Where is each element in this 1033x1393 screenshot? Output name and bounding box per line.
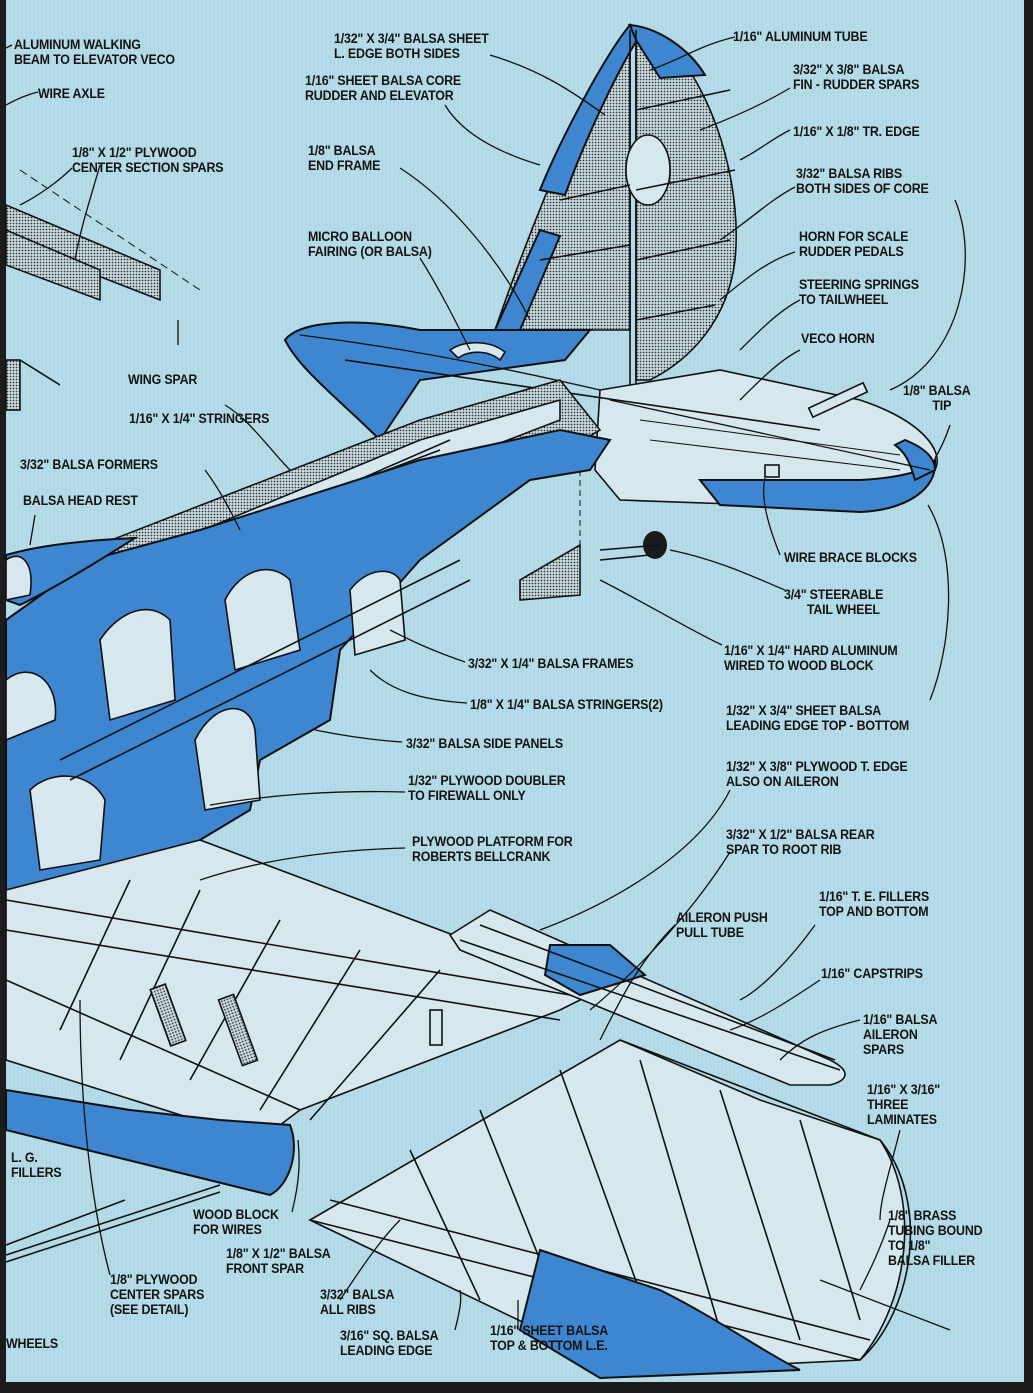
label-aluminum-walking-beam: ALUMINUM WALKING BEAM TO ELEVATOR VECO <box>14 37 175 67</box>
label-balsa-frames: 3/32" X 1/4" BALSA FRAMES <box>468 656 634 671</box>
fuselage-cutout-4 <box>29 775 106 871</box>
fuselage-cutout-6 <box>349 570 406 657</box>
fin-rudder <box>493 22 737 395</box>
label-wire-brace-blocks: WIRE BRACE BLOCKS <box>784 550 917 565</box>
label-center-section-spars: 1/8" X 1/2" PLYWOOD CENTER SECTION SPARS <box>72 145 224 175</box>
label-tr-edge: 1/16" X 1/8" TR. EDGE <box>793 124 920 139</box>
rudder-lightening-hole <box>625 134 671 206</box>
stabilizer-right <box>344 359 938 514</box>
label-balsa-tip: 1/8" BALSA TIP <box>903 383 971 413</box>
label-lg-fillers: L. G. FILLERS <box>11 1150 62 1180</box>
label-plywood-platform: PLYWOOD PLATFORM FOR ROBERTS BELLCRANK <box>412 834 573 864</box>
label-balsa-head-rest: BALSA HEAD REST <box>23 493 138 508</box>
fin-leading-edge-sheet <box>538 23 642 197</box>
label-capstrips: 1/16" CAPSTRIPS <box>821 966 923 981</box>
aileron-bellcrank-block <box>429 1009 443 1046</box>
rudder-top-sheet <box>628 23 707 80</box>
fuselage-cutout-5 <box>5 671 57 742</box>
label-sheet-balsa-core: 1/16" SHEET BALSA CORE RUDDER AND ELEVAT… <box>305 73 461 103</box>
landing-gear-wires <box>5 1184 221 1263</box>
label-plywood-t-edge: 1/32" X 3/8" PLYWOOD T. EDGE ALSO ON AIL… <box>726 759 908 789</box>
fuselage-cutout-3 <box>194 707 261 811</box>
wing-spar-parts <box>5 169 201 411</box>
main-wing <box>5 839 951 1380</box>
fuselage-cutout-2 <box>224 568 301 672</box>
label-wheels: WHEELS <box>6 1336 59 1351</box>
wing-tip-laminate <box>859 1139 912 1361</box>
label-balsa-formers: 3/32" BALSA FORMERS <box>20 457 158 472</box>
fuselage <box>5 379 612 901</box>
label-horn-rudder-pedals: HORN FOR SCALE RUDDER PEDALS <box>799 229 909 259</box>
label-fin-rudder-spars: 3/32" X 3/8" BALSA FIN - RUDDER SPARS <box>793 62 920 92</box>
leader-lines <box>5 36 966 1331</box>
veco-horn-piece <box>807 381 869 419</box>
stabilizer-left <box>283 321 601 442</box>
wire-brace-block <box>764 464 780 478</box>
label-hard-aluminum: 1/16" X 1/4" HARD ALUMINUM WIRED TO WOOD… <box>724 643 898 673</box>
label-aileron-spars: 1/16" BALSA AILERON SPARS <box>863 1012 938 1057</box>
label-balsa-rear-spar: 3/32" X 1/2" BALSA REAR SPAR TO ROOT RIB <box>726 827 875 857</box>
elevator-joiner-tube <box>344 359 821 431</box>
wing-center-section <box>5 839 602 1141</box>
right-frame-edge <box>1024 0 1033 1393</box>
label-balsa-front-spar: 1/8" X 1/2" BALSA FRONT SPAR <box>226 1246 331 1276</box>
label-brass-tubing: 1/8" BRASS TUBING BOUND TO 1/8" BALSA FI… <box>888 1208 983 1268</box>
label-balsa-ribs-core: 3/32" BALSA RIBS BOTH SIDES OF CORE <box>796 166 929 196</box>
label-veco-horn: VECO HORN <box>801 331 875 346</box>
label-aluminum-tube: 1/16" ALUMINUM TUBE <box>733 29 868 44</box>
label-sq-balsa-leading-edge: 3/16" SQ. BALSA LEADING EDGE <box>340 1328 439 1358</box>
tailwheel-wood-block <box>519 543 581 601</box>
micro-balloon-fairing <box>448 341 507 362</box>
label-balsa-sheet-l-edge: 1/32" X 3/4" BALSA SHEET L. EDGE BOTH SI… <box>334 31 489 61</box>
label-sheet-balsa-leading-edge: 1/32" X 3/4" SHEET BALSA LEADING EDGE TO… <box>726 703 910 733</box>
label-steering-springs: STEERING SPRINGS TO TAILWHEEL <box>799 277 919 307</box>
fuselage-cutout-1 <box>99 608 176 722</box>
label-te-fillers: 1/16" T. E. FILLERS TOP AND BOTTOM <box>819 889 930 919</box>
label-balsa-all-ribs: 3/32" BALSA ALL RIBS <box>320 1287 395 1317</box>
label-micro-balloon-fairing: MICRO BALLOON FAIRING (OR BALSA) <box>308 229 432 259</box>
outer-leading-edge-sheet <box>518 1248 801 1380</box>
label-plywood-center-spars: 1/8" PLYWOOD CENTER SPARS (SEE DETAIL) <box>110 1272 205 1317</box>
label-balsa-side-panels: 3/32" BALSA SIDE PANELS <box>406 736 563 751</box>
label-sheet-balsa-top-bottom-le: 1/16" SHEET BALSA TOP & BOTTOM L.E. <box>490 1323 609 1353</box>
label-aileron-push-pull-tube: AILERON PUSH PULL TUBE <box>676 910 768 940</box>
label-plywood-doubler: 1/32" PLYWOOD DOUBLER TO FIREWALL ONLY <box>408 773 566 803</box>
label-wire-axle: WIRE AXLE <box>38 86 105 101</box>
left-frame-edge <box>0 0 6 1393</box>
label-three-laminates: 1/16" X 3/16" THREE LAMINATES <box>867 1082 940 1127</box>
wing-leading-edge-sheet <box>5 1088 295 1197</box>
head-rest <box>5 536 139 607</box>
label-balsa-stringers-2: 1/8" X 1/4" BALSA STRINGERS(2) <box>470 697 663 712</box>
label-stringers: 1/16" X 1/4" STRINGERS <box>129 411 270 426</box>
bottom-frame-edge <box>0 1382 1033 1393</box>
label-steerable-tail-wheel: 3/4" STEERABLE TAIL WHEEL <box>784 587 884 617</box>
label-wood-block-wires: WOOD BLOCK FOR WIRES <box>193 1207 279 1237</box>
label-wing-spar: WING SPAR <box>128 372 198 387</box>
label-balsa-end-frame: 1/8" BALSA END FRAME <box>308 143 381 173</box>
